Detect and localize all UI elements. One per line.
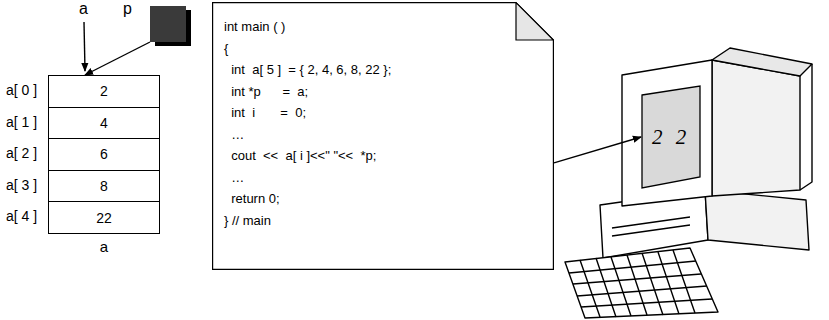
drive-slots [612,217,690,236]
leader-arrow [84,22,85,71]
pointer-name: p [123,0,132,18]
pointer-arrow [85,42,150,75]
code-line: int a[ 5 ] = { 2, 4, 6, 8, 22 }; [224,59,542,81]
keyboard [565,248,718,318]
index-label: a[ 3 ] [6,177,37,193]
array-name: a [79,0,88,18]
array-cell: 2 [48,75,160,108]
code-line: … [224,124,542,146]
code-sheet: int main ( ){ int a[ 5 ] = { 2, 4, 6, 8,… [212,2,554,270]
array-block: a246822 [48,75,160,234]
cell-value: 22 [96,210,112,226]
code-line: { [224,38,542,60]
pointer-box: p [150,6,186,42]
index-label: a[ 4 ] [6,208,37,224]
array-cell: 6 [48,138,160,171]
cell-value: 8 [100,178,108,194]
code-line: int main ( ) [224,16,542,38]
monitor-top [712,48,812,76]
code-line: int i = 0; [224,102,542,124]
sheet-border [213,3,554,270]
array-cell: 22 [48,201,160,234]
screen-output: 2 2 [652,125,690,150]
cell-value: 6 [100,146,108,162]
monitor-screen: 2 2 [641,85,701,189]
array-cell: 8 [48,170,160,203]
monitor-back [800,64,812,190]
monitor-bezel [622,60,712,206]
monitor-side [712,60,800,196]
code-line: return 0; [224,188,542,210]
code-line: int *p = a; [224,81,542,103]
index-label: a[ 0 ] [6,82,37,98]
index-label: a[ 2 ] [6,145,37,161]
code-line: cout << a[ i ]<<" "<< *p; [224,145,542,167]
cell-value: 2 [100,83,108,99]
cell-value: 4 [100,115,108,131]
screen-glass [642,86,700,188]
array-cell: 4 [48,107,160,140]
sheet-fold [516,3,553,40]
pointer-arrow [554,137,641,163]
sheet-outline [212,2,554,270]
index-label: a[ 1 ] [6,114,37,130]
keyboard-keys [580,250,695,317]
code-line: … [224,167,542,189]
array-name: a [48,238,160,255]
code-line: } // main [224,210,542,232]
cpu-side [705,190,809,250]
